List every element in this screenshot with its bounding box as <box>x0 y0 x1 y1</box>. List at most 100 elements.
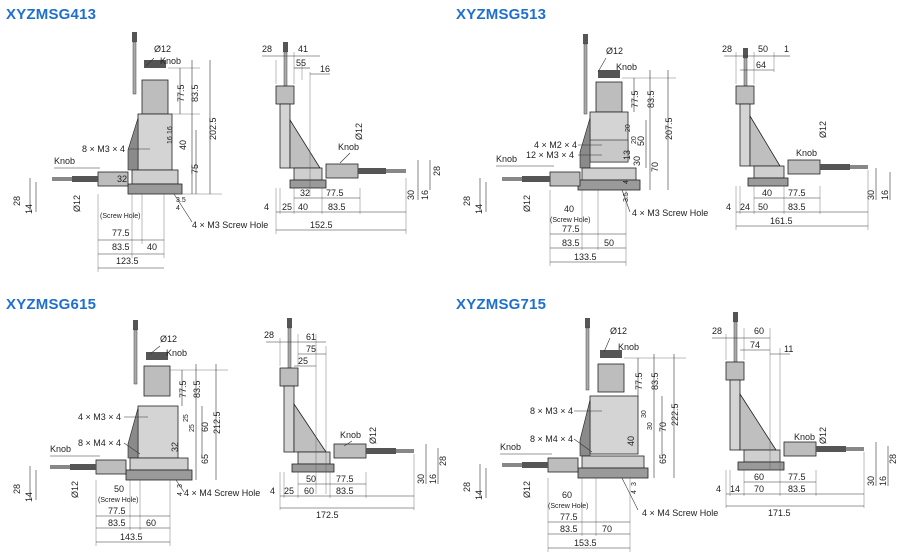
dim-40: 40 <box>626 436 636 446</box>
z-motor <box>141 79 169 115</box>
side-dim-16: 16 <box>320 64 330 74</box>
xy-stage-top <box>131 169 179 185</box>
dim-60: 60 <box>200 422 210 432</box>
dim-77-5: 77.5 <box>634 372 644 390</box>
side-dim-b77-5: 77.5 <box>326 188 344 198</box>
front-view <box>52 32 222 195</box>
side-dim-1: 1 <box>784 44 789 54</box>
side-dim-b161-5: 161.5 <box>770 216 793 226</box>
dim-b70: 70 <box>602 524 612 534</box>
dim-16b: 16 <box>167 136 174 144</box>
dim-screw-sub: (Screw Hole) <box>98 497 138 504</box>
side-dim-b83-5: 83.5 <box>788 484 806 494</box>
dim-30b: 30 <box>647 422 654 430</box>
dim-30: 30 <box>632 156 642 166</box>
motor-cap <box>144 60 166 68</box>
label-hole-m4: 8 × M4 × 4 <box>530 434 573 444</box>
side-dim-60: 60 <box>754 326 764 336</box>
label-hole-m3: 4 × M3 × 4 <box>78 412 121 422</box>
model-title: XYZMSG715 <box>456 296 547 313</box>
side-dim-b172-5: 172.5 <box>316 510 339 520</box>
dim-3: 3 <box>631 482 638 486</box>
dim-4: 4 <box>631 490 638 494</box>
label-hole-m3: 8 × M3 × 4 <box>82 144 125 154</box>
side-dim-b152-5: 152.5 <box>310 220 333 230</box>
drawing-xyzmsg413: Ø12 Knob 77.5 83.5 202.5 40 75 16 16 8 ×… <box>12 32 442 272</box>
label-knob-top: Knob <box>166 348 187 358</box>
label-screw-hole: 4 × M3 Screw Hole <box>192 220 268 230</box>
dim-75: 75 <box>190 164 200 174</box>
dim-screw-sub: (Screw Hole) <box>100 213 140 220</box>
side-dim-b25: 25 <box>284 486 294 496</box>
dim-h14: 14 <box>474 490 484 500</box>
dim-4: 4 <box>177 492 184 496</box>
dim-screw: 40 <box>564 204 574 214</box>
x-cable <box>72 176 98 182</box>
side-x-motor <box>325 163 359 179</box>
side-dim-b4: 4 <box>716 484 721 494</box>
side-dim-55: 55 <box>296 58 306 68</box>
x-cable-end <box>52 177 72 181</box>
dim-202-5: 202.5 <box>208 117 218 140</box>
side-dim-b171-5: 171.5 <box>768 508 791 518</box>
side-dim-r28: 28 <box>438 456 448 466</box>
side-dim-b77-5: 77.5 <box>788 188 806 198</box>
side-dim-b50: 50 <box>306 474 316 484</box>
label-screw-hole: 4 × M3 Screw Hole <box>632 208 708 218</box>
dim-77-5: 77.5 <box>176 84 186 102</box>
model-title: XYZMSG615 <box>6 296 97 313</box>
dim-b83-5: 83.5 <box>108 518 126 528</box>
dim-70: 70 <box>658 422 668 432</box>
side-view <box>725 312 864 471</box>
dim-d12-side: Ø12 <box>72 195 82 212</box>
dim-4: 4 <box>623 180 630 184</box>
dim-83-5: 83.5 <box>190 84 200 102</box>
side-view <box>275 42 406 189</box>
front-view <box>50 320 193 481</box>
dim-screw: 60 <box>562 490 572 500</box>
side-dim-28: 28 <box>722 44 732 54</box>
dim-32: 32 <box>170 442 180 452</box>
panel-xyzmsg715: XYZMSG715 Ø12 Knob 77.5 83.5 222.5 70 65… <box>450 294 900 560</box>
dim-screw-sub: (Screw Hole) <box>548 503 588 510</box>
label-knob-side: Knob <box>500 442 521 452</box>
side-view <box>735 48 868 187</box>
side-dim-b77-5: 77.5 <box>788 472 806 482</box>
side-motor <box>275 85 295 105</box>
side-dim-r30: 30 <box>406 190 416 200</box>
dim-25b: 25 <box>189 424 196 432</box>
side-dim-b14: 14 <box>730 484 740 494</box>
dim-65: 65 <box>200 454 210 464</box>
dim-70: 70 <box>650 162 660 172</box>
side-dim-61: 61 <box>306 332 316 342</box>
dim-20b: 20 <box>631 136 638 144</box>
dim-83-5: 83.5 <box>650 372 660 390</box>
side-dim-50: 50 <box>758 44 768 54</box>
side-dim-11: 11 <box>784 344 793 354</box>
side-label-knob: Knob <box>338 142 359 152</box>
dim-b77-5: 77.5 <box>562 224 580 234</box>
dim-h14: 14 <box>24 492 34 502</box>
side-dim-28: 28 <box>712 326 722 336</box>
front-view <box>502 318 649 479</box>
side-label-knob: Knob <box>796 148 817 158</box>
side-label-knob: Knob <box>794 432 815 442</box>
side-dim-b25: 25 <box>282 202 292 212</box>
dim-b77-5: 77.5 <box>560 512 578 522</box>
side-dim-b60: 60 <box>304 486 314 496</box>
dim-222-5: 222.5 <box>670 403 680 426</box>
xy-stage-base <box>127 183 183 195</box>
dim-screw-sub: (Screw Hole) <box>550 217 590 224</box>
side-dim-r30: 30 <box>866 190 876 200</box>
side-dim-r16: 16 <box>420 190 430 200</box>
dim-20a: 20 <box>625 124 632 132</box>
dim-b77-5: 77.5 <box>112 228 130 238</box>
side-dim-r30: 30 <box>866 476 876 486</box>
dim-d12-side: Ø12 <box>522 195 532 212</box>
side-dim-b83-5: 83.5 <box>788 202 806 212</box>
cable-connector <box>132 32 137 42</box>
dim-3-5: 3.5 <box>176 197 186 204</box>
front-view <box>502 34 641 191</box>
label-hole-m4: 8 × M4 × 4 <box>78 438 121 448</box>
cable <box>132 41 137 95</box>
